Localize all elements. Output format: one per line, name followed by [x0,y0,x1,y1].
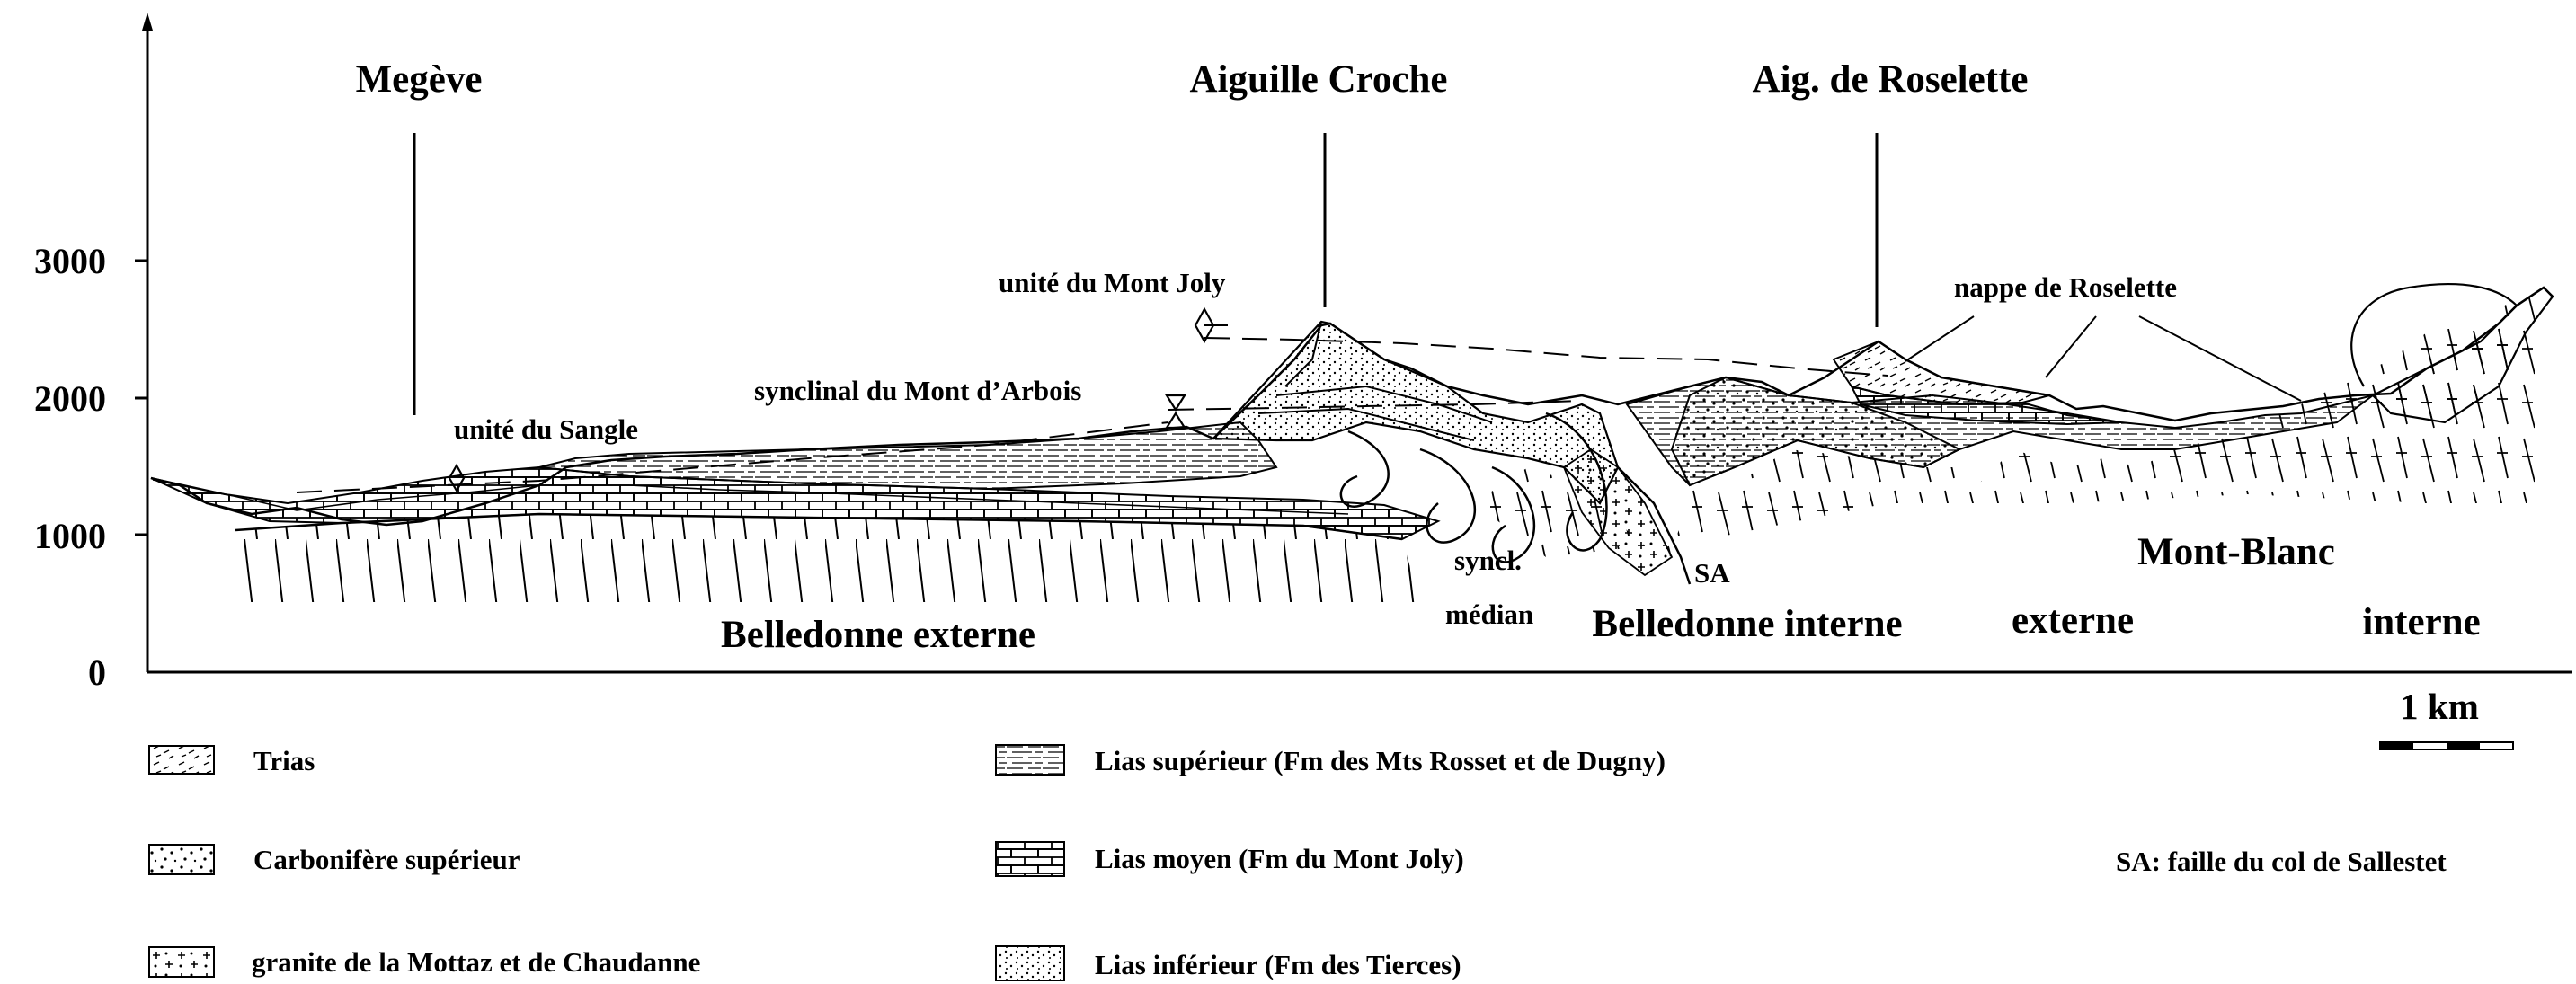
belledonne-externe-label: Belledonne externe [721,614,1035,656]
y-tick-2000: 2000 [34,378,106,419]
scale-label: 1 km [2400,686,2479,727]
y-tick-1000: 1000 [34,516,106,556]
lias-inf-swatch [996,946,1064,980]
legend-item-lias-inf: Lias inférieur (Fm des Tierces) [996,946,1461,980]
carbonifere-swatch [149,845,214,874]
externe-label: externe [2012,599,2134,642]
belledonne-externe-basement [235,514,1420,602]
y-axis: 3000 2000 1000 0 [34,13,153,693]
axis-arrow-icon [142,13,153,31]
megeve-label: Megève [356,58,483,101]
legend-carbonifere-label: Carbonifère supérieur [253,844,520,875]
legend-lias-moyen-label: Lias moyen (Fm du Mont Joly) [1095,843,1464,874]
roselette-peak-label: Aig. de Roselette [1753,58,2029,101]
legend-item-carbonifere: Carbonifère supérieur [149,844,520,875]
mont-arbois-label: synclinal du Mont d’Arbois [754,375,1081,406]
sangle-label: unité du Sangle [454,413,638,445]
lias-sup-swatch [996,745,1064,775]
scale-bar: 1 km [2380,686,2513,749]
sa-label: SA [1694,557,1730,589]
syncl-label: syncl. [1454,545,1522,576]
legend-trias-label: Trias [253,745,315,776]
legend-item-trias: Trias [149,745,315,776]
legend-item-granite: granite de la Mottaz et de Chaudanne [149,946,700,978]
syncline-axis-icon [1167,395,1185,428]
trias-swatch [149,746,214,774]
sa-note: SA: faille du col de Sallestet [2116,846,2447,877]
anticline-axis-icon [1195,309,1228,341]
mont-joly-unit [1213,322,1618,503]
nappe-roselette-label: nappe de Roselette [1954,271,2177,303]
aiguille-croche-label: Aiguille Croche [1189,58,1447,101]
y-tick-0: 0 [88,652,106,693]
legend-item-lias-sup: Lias supérieur (Fm des Mts Rosset et de … [996,745,1666,776]
mont-joly-label: unité du Mont Joly [999,267,1226,298]
mont-blanc-label: Mont-Blanc [2137,531,2335,573]
granite-swatch [149,947,214,977]
legend-item-lias-moyen: Lias moyen (Fm du Mont Joly) [996,842,1464,876]
legend-lias-inf-label: Lias inférieur (Fm des Tierces) [1095,949,1461,980]
legend-lias-sup-label: Lias supérieur (Fm des Mts Rosset et de … [1095,745,1666,776]
lias-moyen-swatch [996,842,1064,876]
y-tick-3000: 3000 [34,241,106,281]
interne-label: interne [2362,601,2480,643]
legend-granite-label: granite de la Mottaz et de Chaudanne [252,946,700,978]
belledonne-interne-label: Belledonne interne [1592,603,1902,645]
legend: Trias Carbonifère supérieur granite de l… [149,745,1666,980]
median-label: médian [1445,598,1533,630]
